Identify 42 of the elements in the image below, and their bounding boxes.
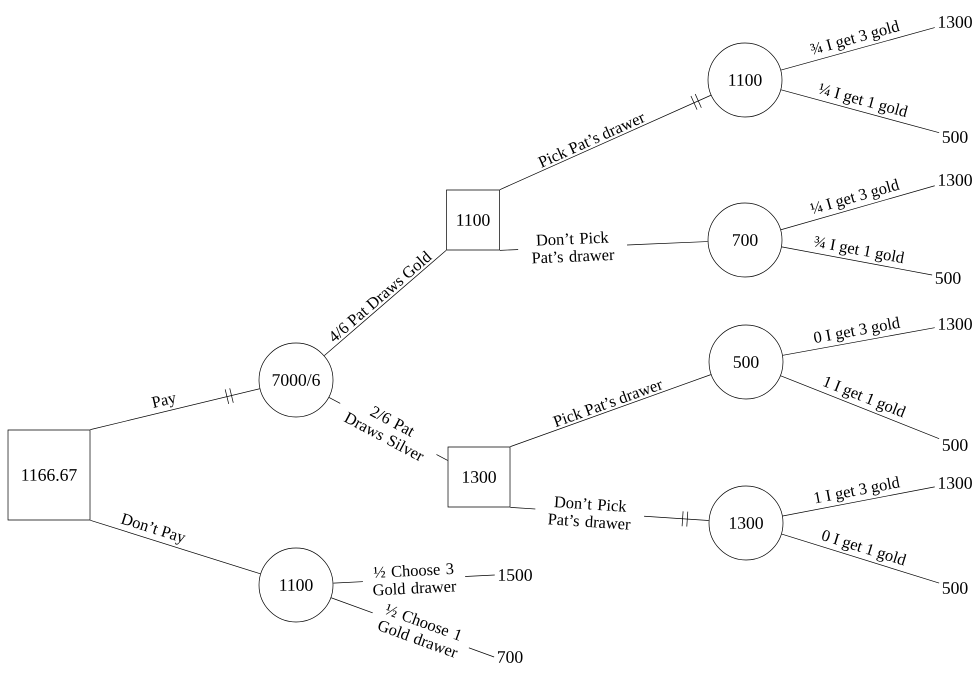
edge-label: 1 I get 1 gold — [818, 373, 909, 422]
branch-line — [780, 185, 936, 230]
branch-line — [781, 246, 932, 276]
branch-line — [500, 94, 712, 190]
decision-box: 1166.67 — [8, 430, 90, 520]
payoff-value: 1500 — [498, 569, 532, 581]
payoff-value: 500 — [942, 131, 968, 143]
branch-line — [780, 375, 940, 440]
edge-label: Pay — [149, 390, 180, 413]
edge-label: 0 I get 3 gold — [811, 314, 903, 348]
edge-label: ½ Choose 3 Gold drawer — [362, 560, 466, 598]
branch-line — [782, 327, 936, 356]
edge-label: Pick Pat’s drawer — [550, 376, 666, 429]
edge-label: ½ Choose 1 Gold drawer — [367, 598, 474, 663]
branch-line — [780, 89, 940, 134]
edge-label: Don’t Pick Pat’s drawer — [518, 229, 628, 266]
payoff-value: 500 — [936, 272, 961, 284]
decision-box: 1300 — [448, 446, 510, 508]
edge-label: Don’t Pay — [117, 511, 188, 548]
edge-label: 0 I get 1 gold — [818, 527, 909, 570]
branch-line — [781, 534, 940, 584]
branch-line — [510, 374, 712, 447]
branch-line — [90, 520, 261, 574]
edge-label: Don’t Pick Pat’s drawer — [534, 493, 646, 532]
edge-label: ¾ I get 3 gold — [808, 18, 903, 60]
payoff-value: 1300 — [938, 16, 972, 28]
branch-line — [90, 388, 260, 430]
payoff-value: 1300 — [938, 174, 972, 186]
payoff-value: 500 — [942, 582, 968, 594]
edge-label: ¼ I get 1 gold — [815, 80, 910, 122]
edge-label: Pick Pat’s drawer — [535, 109, 648, 170]
edge-label: ¾ I get 1 gold — [811, 234, 907, 268]
payoff-value: 500 — [942, 439, 968, 451]
branch-line — [324, 250, 446, 356]
payoff-value: 1300 — [938, 318, 972, 330]
branch-line — [780, 27, 936, 70]
decision-box: 1100 — [446, 190, 500, 250]
payoff-value: 700 — [498, 651, 523, 663]
payoff-value: 1300 — [938, 477, 972, 489]
edge-label: 1 I get 3 gold — [811, 474, 903, 508]
edge-label: ¼ I get 3 gold — [808, 176, 903, 220]
branch-line — [782, 486, 936, 516]
